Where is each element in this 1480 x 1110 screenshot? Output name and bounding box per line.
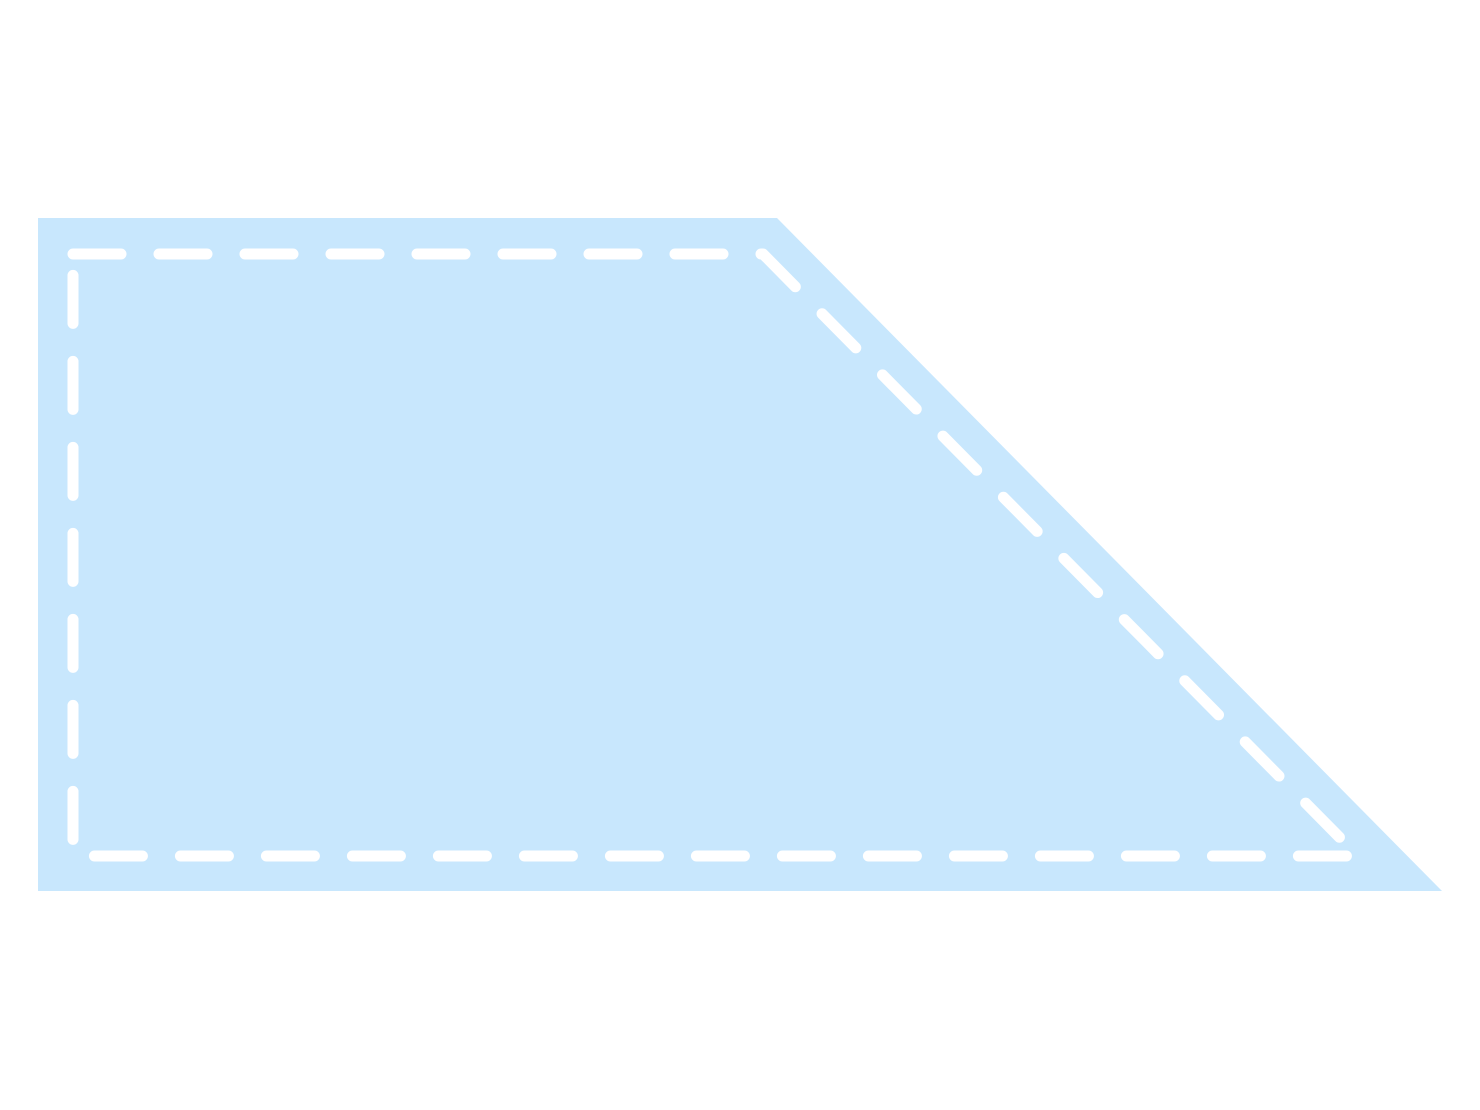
trapezoid-shape [38, 218, 1442, 891]
dashed-stitch-outline [67, 248, 1364, 862]
